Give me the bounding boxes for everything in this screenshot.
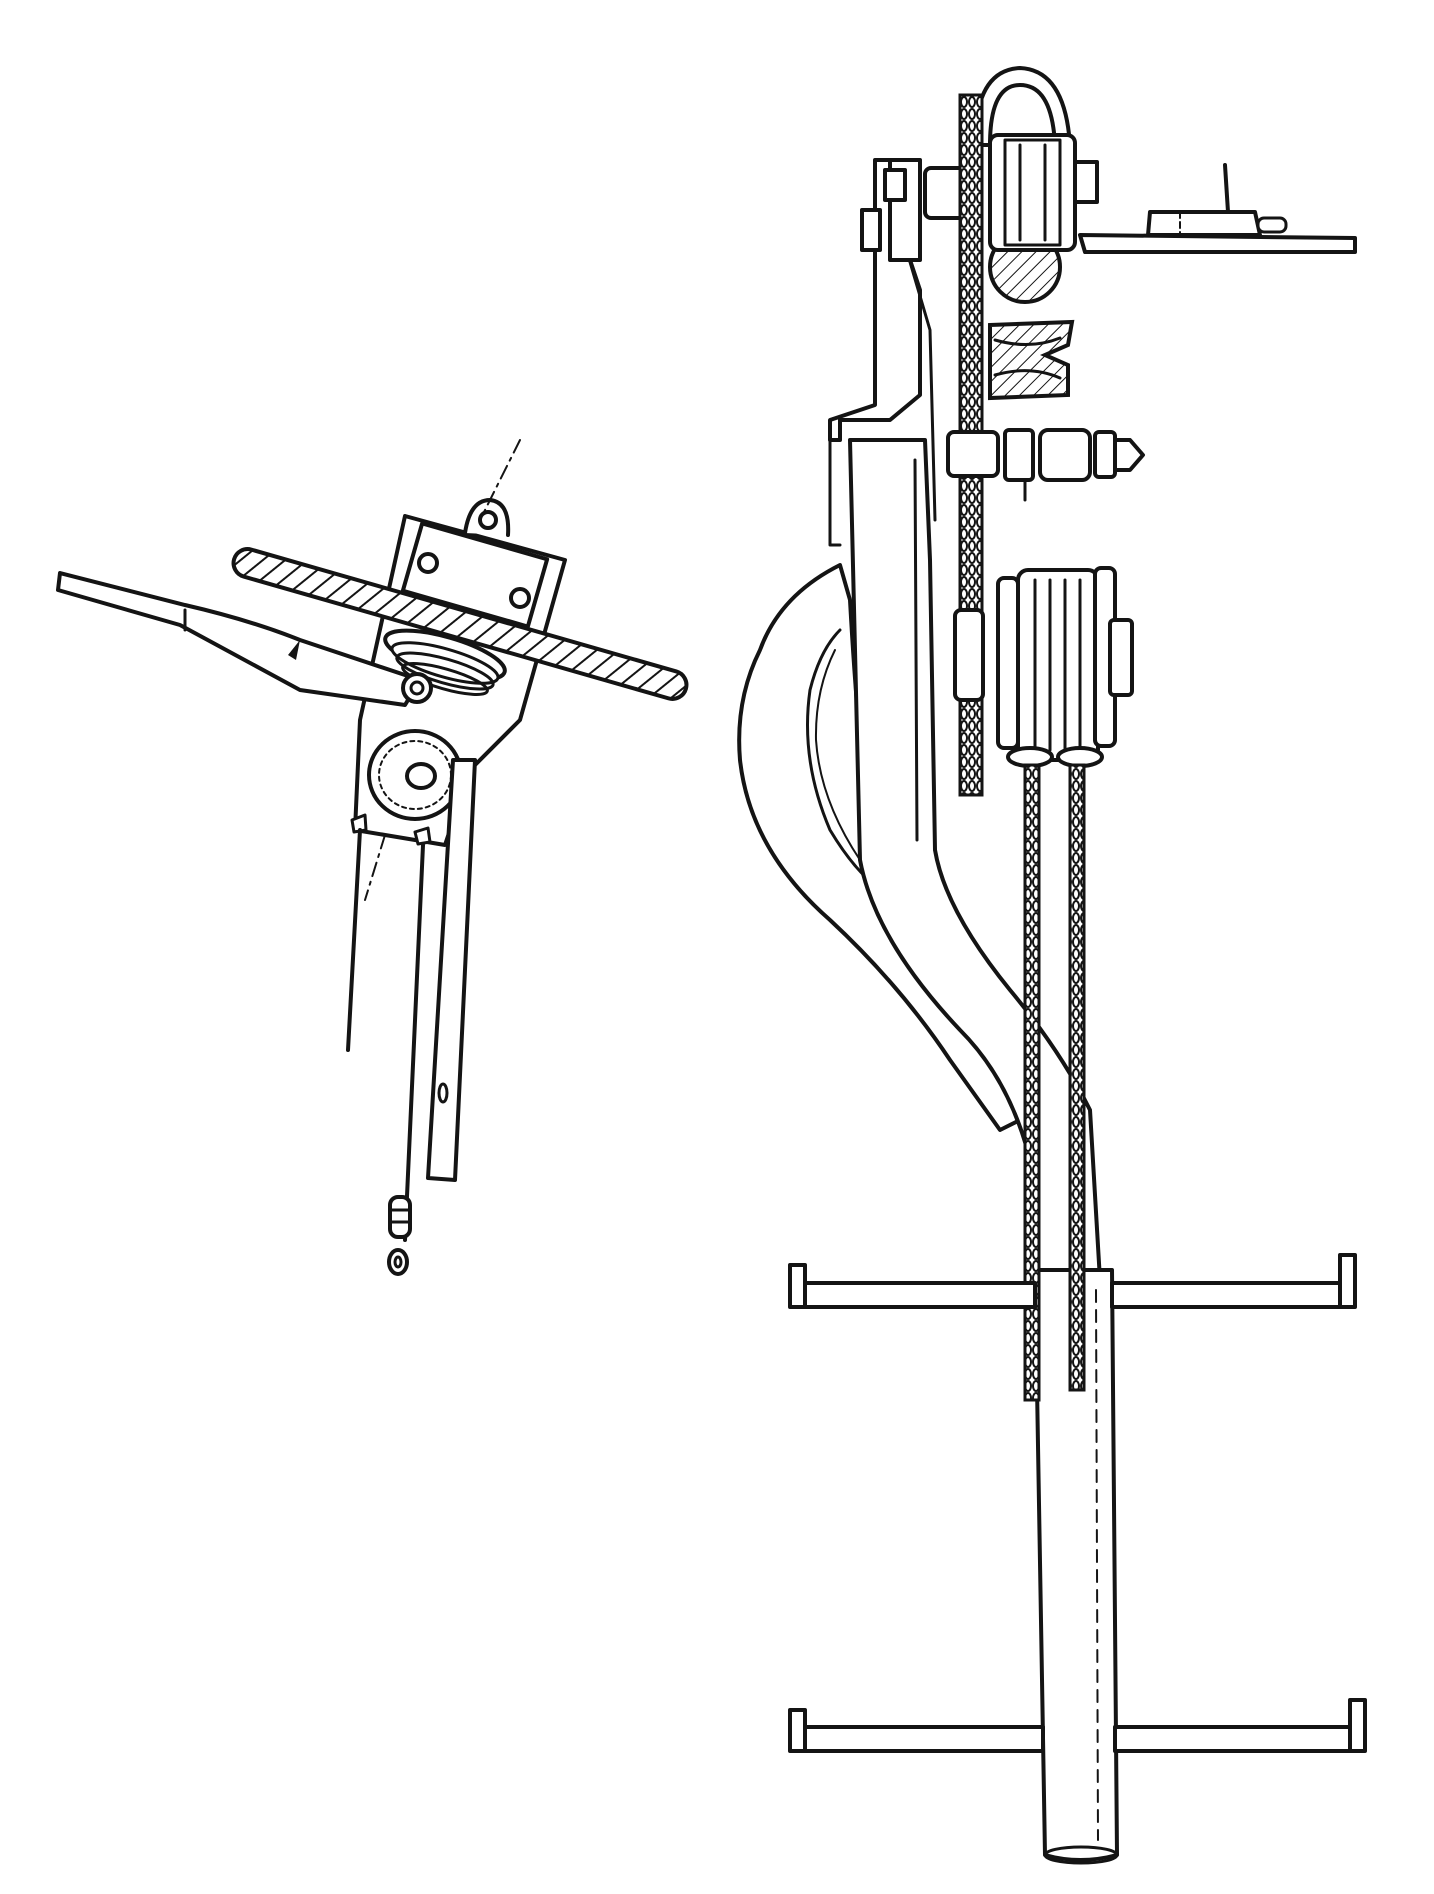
hanger-left — [350, 813, 368, 834]
trolley-detail-view — [56, 439, 689, 1276]
trolley-side-view — [737, 66, 1367, 1865]
grip-sheave — [383, 628, 507, 696]
drop-wire — [403, 843, 425, 1242]
twisted-cable — [231, 547, 689, 701]
upper-crossbar — [788, 1253, 1357, 1309]
lower-sheave-stack — [953, 566, 1134, 768]
swivel-eye — [387, 1195, 412, 1276]
clamp-nut — [883, 168, 907, 202]
lift-chain-left — [1023, 763, 1041, 1402]
clamp-bolt-icon — [509, 587, 531, 609]
lower-crossbar — [788, 1698, 1367, 1753]
lever-pivot-icon — [401, 672, 433, 704]
drop-wire — [346, 828, 362, 1052]
top-lug — [463, 439, 521, 537]
clamp-bolt-icon — [417, 552, 439, 574]
mid-axle — [946, 428, 1145, 502]
mid-sprocket — [988, 319, 1075, 401]
support-tube — [426, 758, 477, 1182]
switch-box — [1146, 163, 1288, 237]
lift-chain-right — [1068, 763, 1086, 1392]
lever-arm — [56, 571, 422, 707]
top-platform — [1078, 233, 1357, 254]
clamp-nut — [860, 208, 882, 252]
top-sheave — [923, 133, 1099, 252]
hanger-right — [413, 826, 432, 846]
